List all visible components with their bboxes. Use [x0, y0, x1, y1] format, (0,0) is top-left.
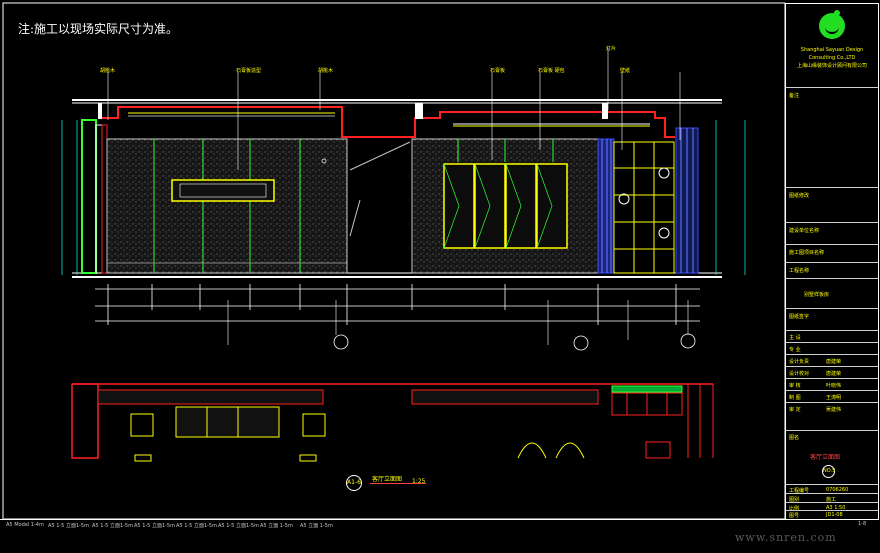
display-shelf	[613, 141, 675, 274]
sheet-index: NO.5	[822, 465, 835, 478]
layout-tab[interactable]: A5 Model 1-4m	[6, 522, 44, 528]
sign-cell: 图纸签字	[786, 308, 878, 331]
section-marker	[680, 333, 696, 349]
section-marker	[333, 334, 349, 350]
client-cell: 建设单位名称	[786, 222, 878, 245]
section-marker	[573, 335, 589, 351]
elevation-underline	[370, 483, 426, 484]
layout-tab[interactable]: A5 1-5 立面1-5m	[92, 523, 133, 529]
layout-tab[interactable]: A5 立面 1-5m	[300, 523, 333, 529]
beam-left	[98, 103, 102, 119]
company-logo-icon	[819, 10, 845, 39]
beam-right	[602, 103, 608, 119]
page-indicator: 1-8	[858, 521, 867, 527]
layout-tab[interactable]: A5 1-5 立面1-5m	[134, 523, 175, 529]
layout-tab[interactable]: A5 立面 1-5m	[260, 523, 293, 529]
material-tag: 石膏板	[490, 68, 506, 74]
elevation-symbol: A1-6	[346, 475, 362, 491]
material-tag: 胡桃木	[318, 68, 334, 74]
tv-niche	[171, 179, 275, 202]
plan-view	[71, 383, 714, 462]
layout-tab[interactable]: A5 1-5 立面1-5m	[218, 523, 259, 529]
construction-note: 注:施工以现场实际尺寸为准。	[18, 22, 179, 36]
sheet-name-cell: 图名	[786, 430, 878, 485]
left-column	[81, 119, 97, 274]
material-tag: 胡桃木	[100, 68, 116, 74]
material-tag: 石膏板造型	[236, 68, 262, 74]
revision-cell: 图纸修改	[786, 187, 878, 223]
layout-tab[interactable]: A5 1-5 立面1-5m	[176, 523, 217, 529]
glass-cabinet-doors	[443, 163, 568, 249]
layout-tab[interactable]: A5 1-5 立面1-5m	[48, 523, 89, 529]
beam-mid	[415, 103, 423, 119]
ceiling-soffit-red	[100, 106, 675, 138]
watermark: www.snren.com	[735, 531, 837, 544]
title-block: Shanghai Sayuan Design Consulting Co.,LT…	[785, 3, 879, 520]
material-tag: 灯片	[606, 46, 617, 52]
remarks-cell: 备注	[786, 87, 878, 188]
layout-tab-bar: A5 Model 1-4m A5 1-5 立面1-5m A5 1-5 立面1-5…	[0, 519, 785, 530]
material-tag: 壁纸	[620, 68, 631, 74]
company-name-cn: 上海山缘装饰设计顾问有限公司	[796, 63, 867, 69]
stone-wall-left	[106, 138, 348, 274]
project-cell: 施工图项目名称	[786, 244, 878, 263]
company-name: Shanghai Sayuan Design Consulting Co.,LT…	[790, 46, 874, 70]
company-name-en: Shanghai Sayuan Design Consulting Co.,LT…	[800, 47, 864, 61]
elevation-scale: 1:25	[412, 478, 426, 485]
elevation-title: 客厅立面图	[372, 476, 403, 483]
sheet-title: 客厅立面图	[810, 454, 841, 461]
material-tag: 石膏板 硬包	[538, 68, 565, 74]
work-name-cell: 工程名称	[786, 262, 878, 279]
villa-cell: 别墅样板房	[786, 278, 878, 309]
glass-partition	[597, 138, 615, 274]
